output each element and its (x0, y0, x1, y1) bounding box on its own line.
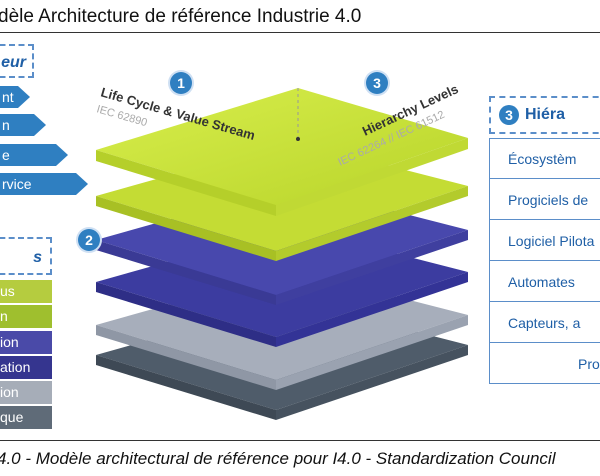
hierarchy-item: Progiciels de (490, 180, 600, 220)
axis3-number-badge: 3 (366, 72, 388, 94)
value-stream-item: n (0, 114, 46, 136)
value-stream-item: nt (0, 86, 30, 108)
value-stream-header: eur (0, 44, 34, 78)
value-stream-item: rvice (0, 173, 88, 195)
value-stream-item: e (0, 144, 68, 166)
hierarchy-header-label: Hiéra (525, 106, 566, 123)
hierarchy-item: Écosystèm (490, 139, 600, 179)
axis1-number-badge: 1 (170, 72, 192, 94)
hierarchy-item: Automates (490, 262, 600, 302)
hierarchy-list: Écosystèm Progiciels de Logiciel Pilota … (489, 138, 600, 384)
hierarchy-header: 3 Hiéra (489, 96, 600, 134)
hierarchy-levels-header: s (0, 237, 52, 275)
hierarchy-number-badge: 3 (499, 105, 519, 125)
title-bar: dèle Architecture de référence Industrie… (0, 0, 600, 33)
hierarchy-item: Logiciel Pilota (490, 221, 600, 261)
cube-vertex (296, 137, 300, 141)
layer-business (96, 88, 468, 216)
layer-label: que (0, 406, 52, 429)
axis2-number-badge: 2 (78, 229, 100, 251)
hierarchy-item: Capteurs, a (490, 303, 600, 343)
layer-label: ion (0, 331, 52, 354)
hierarchy-item: Pro (578, 356, 600, 372)
layer-label: n (0, 305, 52, 328)
figure-caption: 4.0 - Modèle architectural de référence … (0, 440, 600, 476)
layer-label: ation (0, 356, 52, 379)
caption-text: 4.0 - Modèle architectural de référence … (0, 449, 556, 468)
layer-label: ion (0, 381, 52, 404)
layer-label: us (0, 280, 52, 303)
page-title: dèle Architecture de référence Industrie… (0, 6, 362, 27)
